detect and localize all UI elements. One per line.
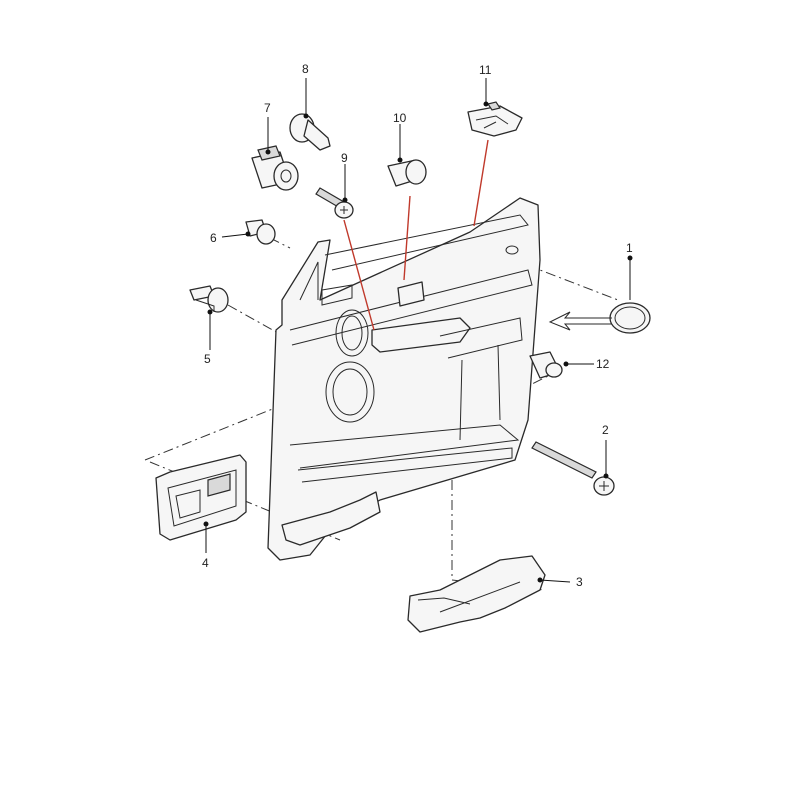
callout-7: 7 xyxy=(264,101,271,115)
part-8-rivet xyxy=(289,113,331,151)
part-3-lower-grab-handle xyxy=(407,555,546,633)
part-4-interior-handle xyxy=(155,454,247,541)
callout-labels: 1 2 3 4 5 6 7 8 9 10 11 12 xyxy=(202,62,633,589)
callout-8: 8 xyxy=(302,62,309,76)
part-9-screw xyxy=(315,187,354,219)
callout-9: 9 xyxy=(341,151,348,165)
part-6-clip xyxy=(245,219,276,245)
callout-3: 3 xyxy=(576,575,583,589)
callout-11: 11 xyxy=(479,63,492,77)
highlight-leaders xyxy=(343,139,489,331)
callout-dots xyxy=(203,101,633,583)
callout-10: 10 xyxy=(393,111,407,125)
leader-lines xyxy=(205,78,631,583)
part-2-screw xyxy=(531,441,615,496)
part-1-round-cover xyxy=(548,302,651,334)
callout-1: 1 xyxy=(626,241,633,255)
callout-12: 12 xyxy=(596,357,610,371)
part-7-sleeve xyxy=(251,145,299,191)
part-10-cap xyxy=(387,159,427,187)
door-trim-panel xyxy=(267,197,541,561)
callout-5: 5 xyxy=(204,352,211,366)
part-12-nut xyxy=(529,351,563,379)
callout-2: 2 xyxy=(602,423,609,437)
part-11-retaining-clip xyxy=(467,101,523,137)
callout-4: 4 xyxy=(202,556,209,570)
callout-6: 6 xyxy=(210,231,217,245)
part-5-push-clip xyxy=(189,285,229,313)
